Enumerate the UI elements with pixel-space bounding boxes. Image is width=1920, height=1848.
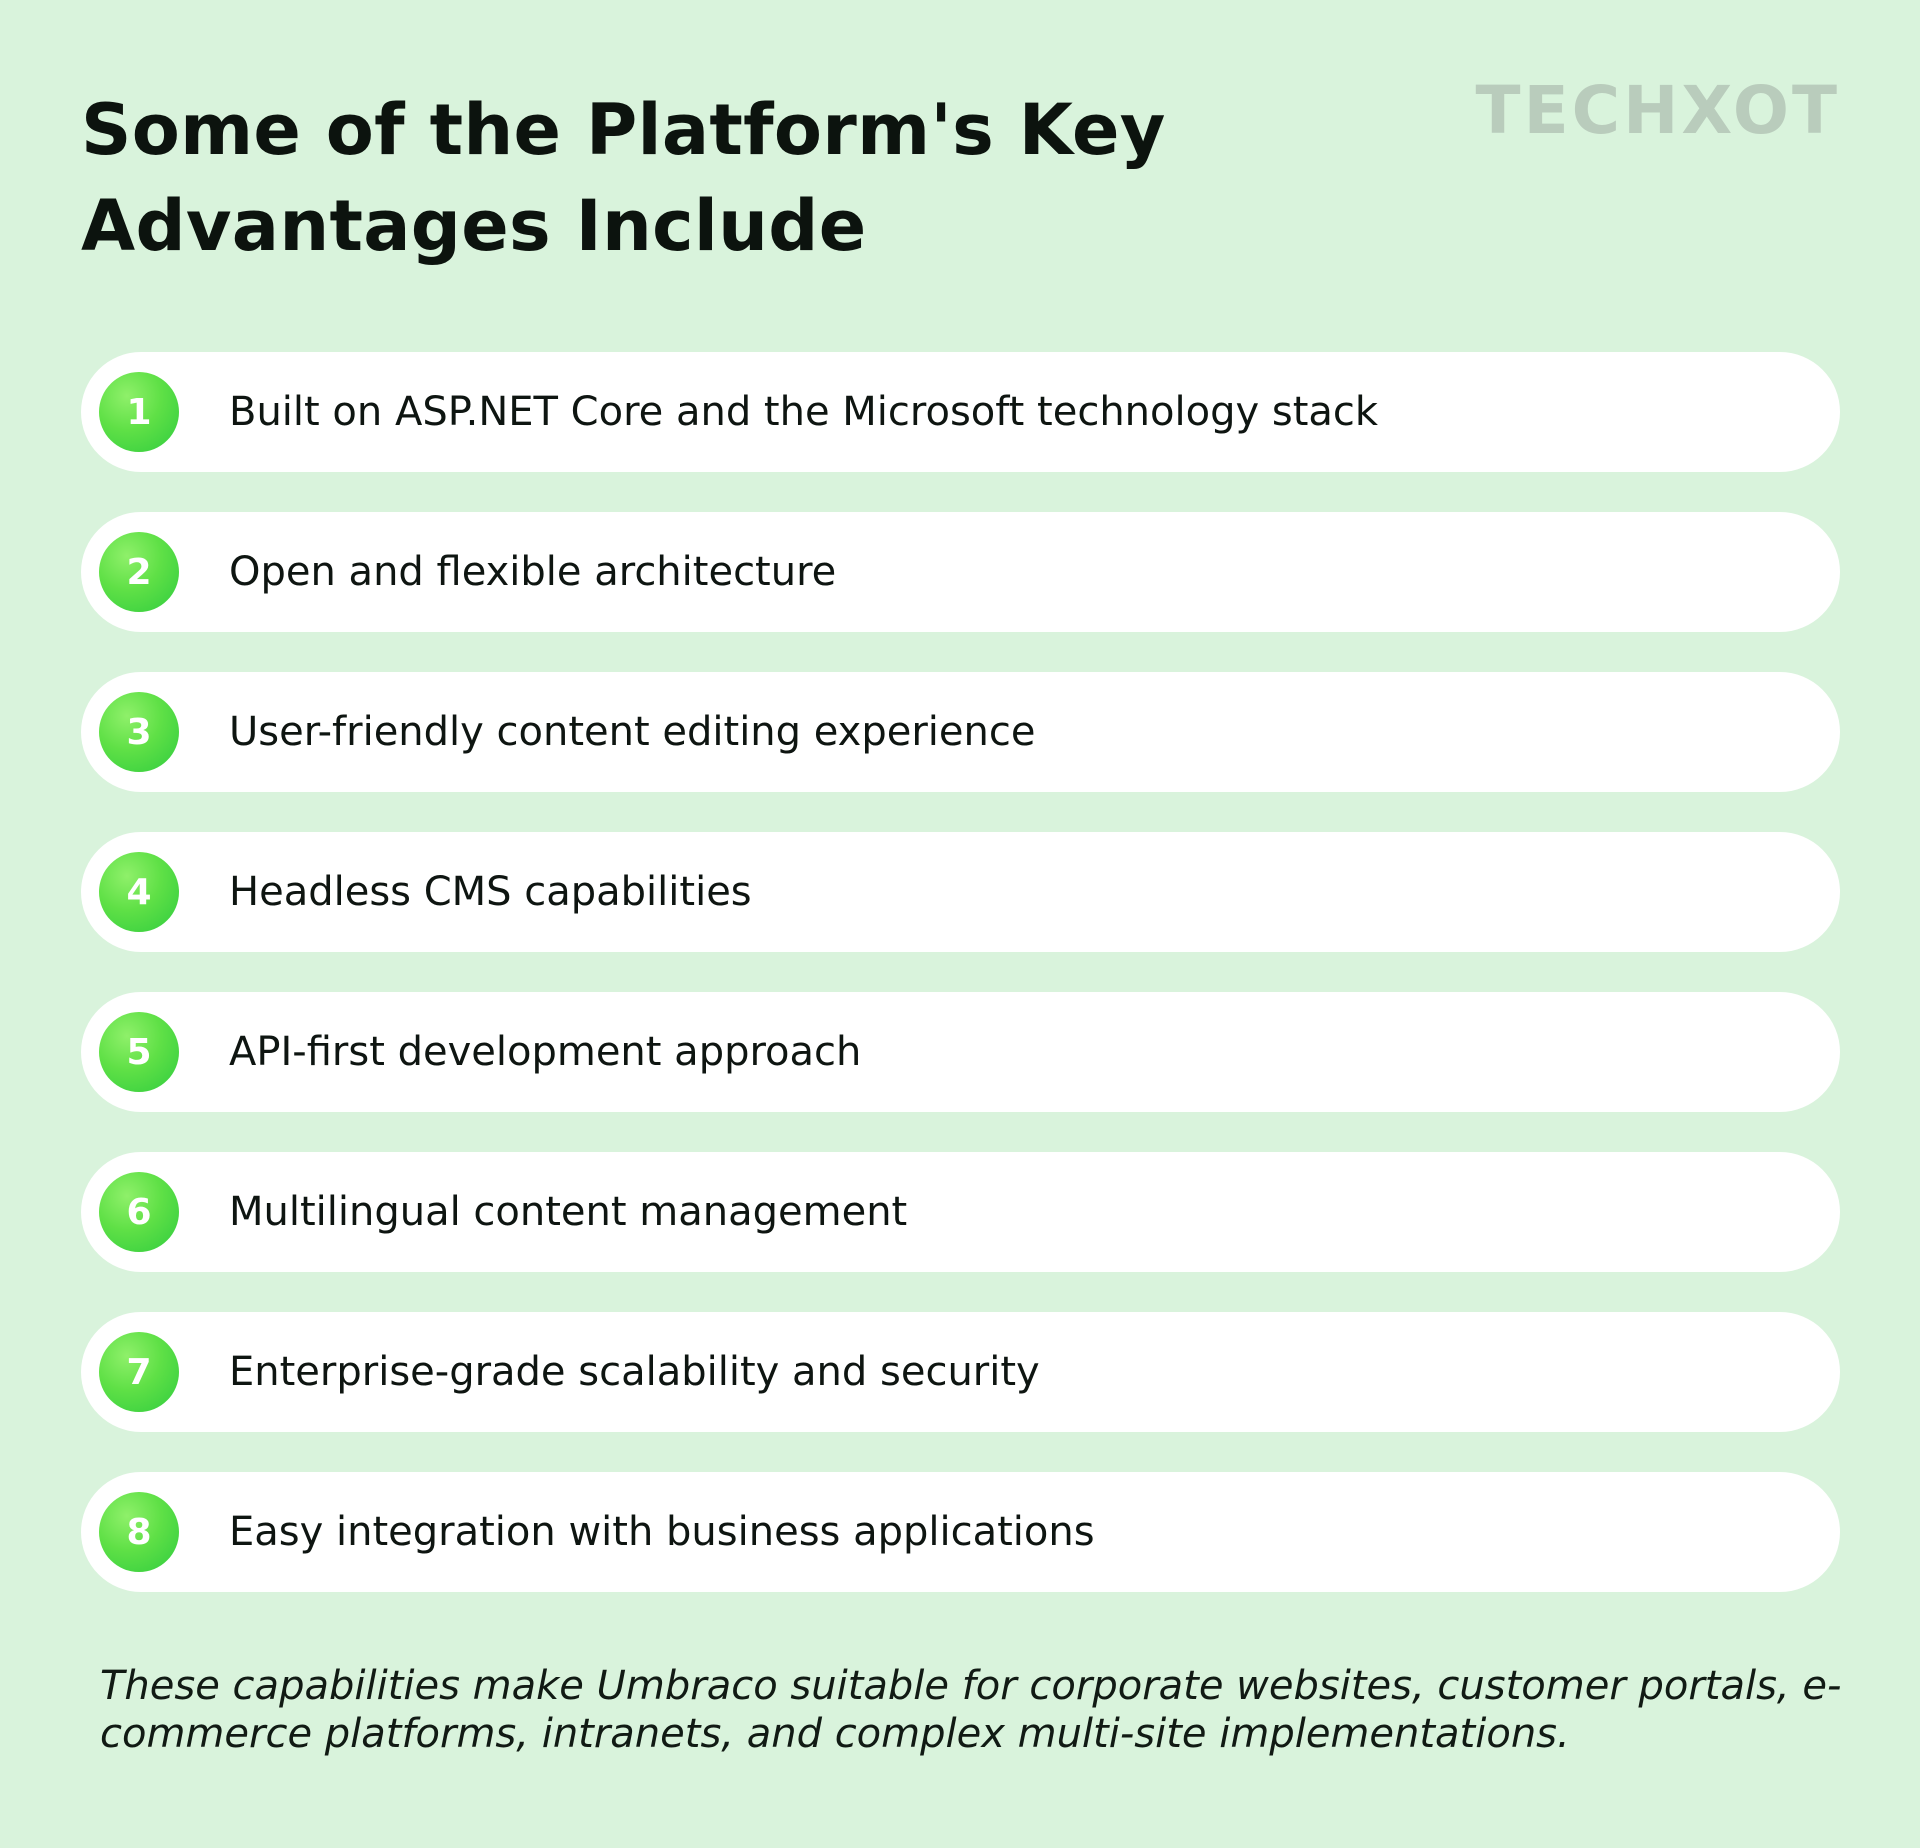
number-badge: 3	[99, 692, 179, 772]
list-item-text: Multilingual content management	[229, 1189, 908, 1235]
list-item-text: User-friendly content editing experience	[229, 709, 1036, 755]
list-item: 7 Enterprise-grade scalability and secur…	[81, 1312, 1840, 1432]
list-item-text: API-first development approach	[229, 1029, 862, 1075]
list-item-text: Enterprise-grade scalability and securit…	[229, 1349, 1040, 1395]
number-badge: 8	[99, 1492, 179, 1572]
list-item: 5 API-first development approach	[81, 992, 1840, 1112]
techxot-logo: TECHXOT	[1475, 72, 1840, 149]
list-item: 1 Built on ASP.NET Core and the Microsof…	[81, 352, 1840, 472]
number-badge: 1	[99, 372, 179, 452]
list-item: 2 Open and flexible architecture	[81, 512, 1840, 632]
list-item: 4 Headless CMS capabilities	[81, 832, 1840, 952]
advantages-list: 1 Built on ASP.NET Core and the Microsof…	[81, 352, 1840, 1632]
page-title: Some of the Platform's Key Advantages In…	[81, 89, 1166, 267]
footer-note: These capabilities make Umbraco suitable…	[100, 1663, 1842, 1757]
number-badge: 6	[99, 1172, 179, 1252]
list-item-text: Open and flexible architecture	[229, 549, 837, 595]
list-item: 3 User-friendly content editing experien…	[81, 672, 1840, 792]
number-badge: 5	[99, 1012, 179, 1092]
list-item-text: Easy integration with business applicati…	[229, 1509, 1095, 1555]
list-item: 8 Easy integration with business applica…	[81, 1472, 1840, 1592]
number-badge: 7	[99, 1332, 179, 1412]
number-badge: 4	[99, 852, 179, 932]
list-item-text: Built on ASP.NET Core and the Microsoft …	[229, 389, 1379, 435]
list-item: 6 Multilingual content management	[81, 1152, 1840, 1272]
number-badge: 2	[99, 532, 179, 612]
list-item-text: Headless CMS capabilities	[229, 869, 752, 915]
